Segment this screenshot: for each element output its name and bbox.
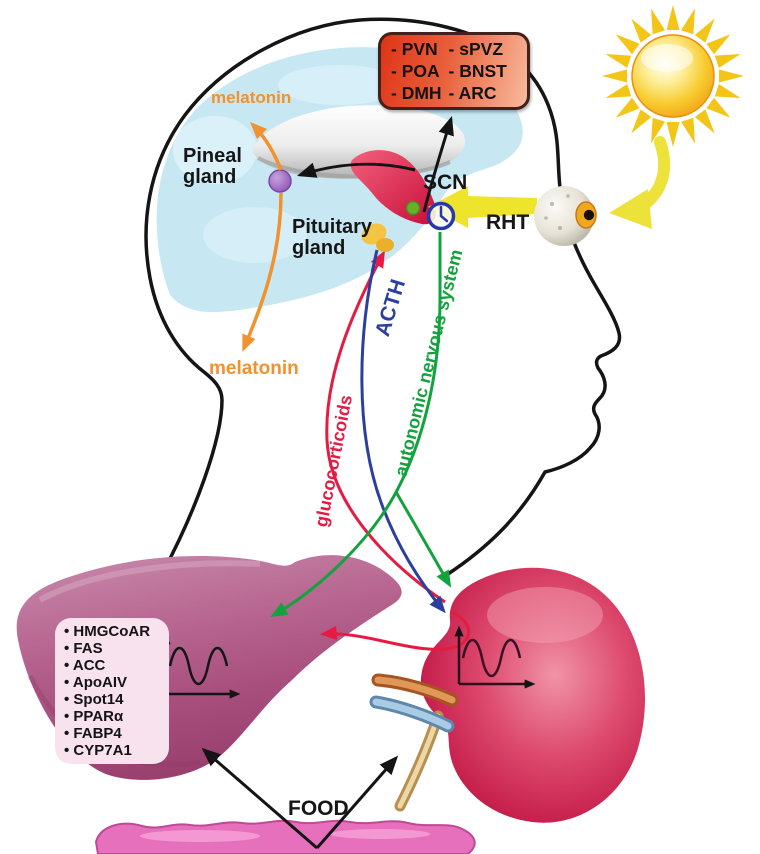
melatonin-label-upper: melatonin: [211, 88, 292, 107]
autonomic-line-kidney: [394, 491, 452, 588]
pineal-gland-label: Pineal gland: [183, 145, 242, 188]
rht-label: RHT: [486, 211, 530, 234]
rht-arrow: [428, 186, 537, 228]
clock-icon: [426, 201, 456, 231]
pituitary-gland-shape2: [376, 238, 394, 252]
liver-gene-item: FAS: [64, 640, 167, 657]
head-outline: [144, 17, 622, 576]
eye-icon: [534, 186, 597, 246]
glucocorticoid-line: [325, 250, 446, 604]
liver-gene-item: ACC: [64, 657, 167, 674]
brain-highlight: [173, 116, 257, 184]
liver-gene-box: HMGCoARFASACCApoAIVSpot14PPARαFABP4CYP7A…: [55, 618, 169, 764]
food-arrow-kidney: [315, 755, 399, 849]
sine-wave-icon: [168, 646, 229, 686]
scn-dot: [405, 200, 421, 216]
melatonin-arrow-up: [249, 121, 283, 171]
food-label: FOOD: [288, 797, 349, 820]
liver-gene-item: HMGCoAR: [64, 623, 167, 640]
scn-label: SCN: [423, 171, 468, 194]
renal-artery-inner: [374, 676, 456, 704]
liver-gene-item: CYP7A1: [64, 742, 167, 759]
nucleus-item: - ARC: [448, 83, 497, 104]
intestine-highlight: [330, 829, 430, 839]
nuclei-column-left: - PVN- POA- DMH: [391, 38, 442, 104]
nucleus-item: - POA: [391, 60, 440, 81]
hypothalamic-nuclei-box: - PVN- POA- DMH - sPVZ- BNST- ARC: [378, 32, 530, 110]
renal-vein-inner: [372, 698, 452, 730]
sunlight-arrow-head: [609, 189, 652, 229]
sun-icon: [602, 5, 744, 147]
autonomic-line-liver: [270, 232, 442, 618]
liver-gene-item: FABP4: [64, 725, 167, 742]
sine-wave-icon: [461, 638, 522, 678]
melatonin-label-lower: melatonin: [209, 358, 299, 379]
pineal-gland-dot: [268, 169, 292, 193]
ureter-inner: [397, 713, 441, 809]
kidney-highlight: [487, 587, 603, 643]
scn-to-nuclei-arrow: [422, 115, 454, 213]
liver-gene-item: Spot14: [64, 691, 167, 708]
acth-line: [360, 249, 446, 614]
melatonin-arrow-down: [242, 192, 283, 352]
nuclei-column-right: - sPVZ- BNST- ARC: [448, 38, 507, 104]
kidney-rhythm-graph: [454, 625, 536, 689]
glucocorticoid-to-liver-line: [319, 610, 470, 651]
nucleus-item: - PVN: [391, 38, 438, 59]
intestine-highlight: [140, 830, 260, 842]
corpus-callosum-shape: [252, 105, 466, 179]
food-arrow-liver: [201, 747, 318, 850]
nucleus-item: - sPVZ: [448, 38, 504, 59]
nucleus-item: - DMH: [391, 83, 442, 104]
liver-gene-list: HMGCoARFASACCApoAIVSpot14PPARαFABP4CYP7A…: [55, 618, 169, 763]
nucleus-item: - BNST: [448, 60, 507, 81]
liver-gene-item: PPARα: [64, 708, 167, 725]
kidney-shape: [420, 567, 645, 823]
liver-top-highlight: [38, 560, 261, 603]
scn-to-pineal-arrow: [296, 162, 416, 178]
pituitary-gland-label: Pituitary gland: [292, 216, 373, 259]
liver-gene-item: ApoAIV: [64, 674, 167, 691]
corpus-callosum-shadow: [257, 156, 451, 179]
brain-highlight: [278, 65, 402, 105]
